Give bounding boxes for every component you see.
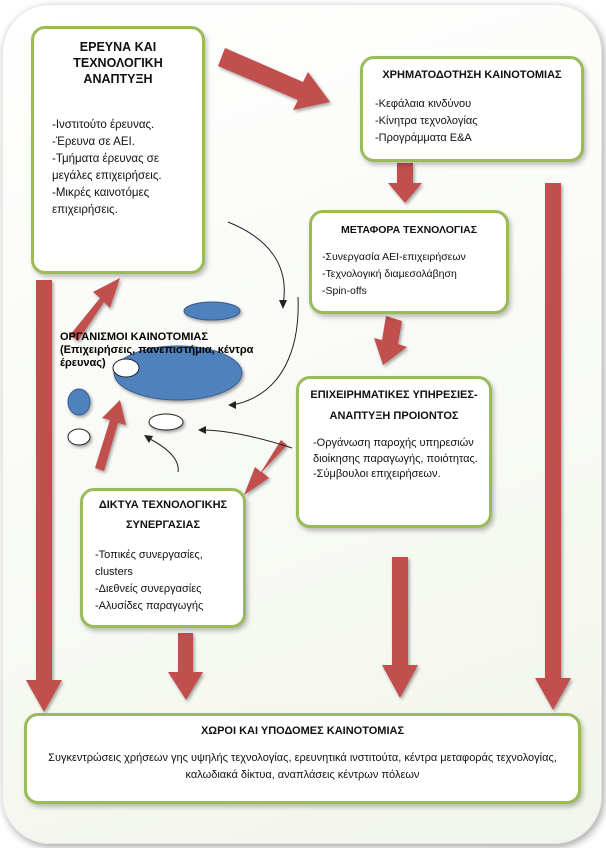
services-list: -Οργάνωση παροχής υπηρεσιών διοίκησης πα…: [313, 436, 481, 483]
organism-large-ellipse: [113, 345, 243, 401]
list-item: -Αλυσίδες παραγωγής: [95, 600, 204, 612]
financing-box: ΧΡΗΜΑΤΟΔΟΤΗΣΗ ΚΑΙΝΟΤΟΜΙΑΣ -Κεφάλαια κινδ…: [360, 56, 584, 162]
financing-list: -Κεφάλαια κινδύνου -Κίνητρα τεχνολογίας …: [375, 96, 575, 147]
arrow-services-to-spaces: [382, 557, 418, 698]
spaces-text: Συγκεντρώσεις χρήσεων γης υψηλής τεχνολο…: [48, 752, 557, 781]
organism-left-ellipse: [67, 388, 91, 416]
list-item: -Προγράμματα Ε&Α: [375, 132, 472, 144]
organism-top-ellipse: [183, 301, 241, 321]
organism-white-ellipse-3: [67, 428, 91, 446]
list-item: -Κίνητρα τεχνολογίας: [375, 115, 478, 127]
list-item: -Έρευνα σε ΑΕΙ.: [52, 136, 135, 148]
curve-arrow-transfer-to-organisms: [231, 296, 299, 406]
organisms-subtitle: (Επιχειρήσεις, πανεπιστήμια, κέντρα έρευ…: [60, 344, 254, 369]
arrow-services-to-networks: [244, 440, 287, 495]
research-box: ΕΡΕΥΝΑ ΚΑΙ ΤΕΧΝΟΛΟΓΙΚΗ ΑΝΑΠΤΥΞΗ -Ινστιτο…: [31, 26, 205, 274]
networks-title: ΔΙΚΤΥΑ ΤΕΧΝΟΛΟΓΙΚΗΣ ΣΥΝΕΡΓΑΣΙΑΣ: [98, 499, 228, 531]
list-item: -Διεθνείς συνεργασίες: [95, 583, 202, 595]
organisms-title: ΟΡΓΑΝΙΣΜΟΙ ΚΑΙΝΟΤΟΜΙΑΣ: [60, 331, 208, 343]
curve-arrow-services-to-organisms: [201, 429, 293, 449]
research-list: -Ινστιτούτο έρευνας. -Έρευνα σε ΑΕΙ. -Τμ…: [52, 117, 192, 219]
list-item: -Τεχνολογική διαμεσολάβηση: [322, 268, 457, 280]
curve-arrow-networks-to-organisms: [147, 437, 179, 473]
transfer-list: -Συνεργασία ΑΕΙ-επιχειρήσεων -Τεχνολογικ…: [322, 249, 500, 300]
transfer-box: ΜΕΤΑΦΟΡΑ ΤΕΧΝΟΛΟΓΙΑΣ -Συνεργασία ΑΕΙ-επι…: [309, 210, 509, 314]
arrow-organisms-to-research: [70, 278, 120, 341]
arrow-research-to-financing: [218, 48, 330, 110]
services-title: ΕΠΙΧΕΙΡΗΜΑΤΙΚΕΣ ΥΠΗΡΕΣΙΕΣ-ΑΝΑΠΤΥΞΗ ΠΡΟΙΟ…: [310, 389, 478, 422]
list-item: -Spin-offs: [322, 285, 367, 297]
spaces-title: ΧΩΡΟΙ ΚΑΙ ΥΠΟΔΟΜΕΣ ΚΑΙΝΟΤΟΜΙΑΣ: [200, 725, 405, 737]
organism-white-ellipse-2: [112, 358, 140, 378]
arrow-networks-to-organisms: [95, 400, 126, 471]
list-item: -Ινστιτούτο έρευνας.: [52, 119, 155, 131]
arrow-transfer-to-services: [374, 316, 407, 365]
list-item: -Τοπικές συνεργασίες, clusters: [95, 549, 203, 578]
spaces-box: ΧΩΡΟΙ ΚΑΙ ΥΠΟΔΟΜΕΣ ΚΑΙΝΟΤΟΜΙΑΣ Συγκεντρώ…: [24, 713, 581, 804]
networks-box: ΔΙΚΤΥΑ ΤΕΧΝΟΛΟΓΙΚΗΣ ΣΥΝΕΡΓΑΣΙΑΣ -Τοπικές…: [80, 488, 246, 628]
list-item: -Οργάνωση παροχής υπηρεσιών διοίκησης πα…: [313, 437, 478, 465]
services-box: ΕΠΙΧΕΙΡΗΜΑΤΙΚΕΣ ΥΠΗΡΕΣΙΕΣ-ΑΝΑΠΤΥΞΗ ΠΡΟΙΟ…: [296, 376, 492, 528]
list-item: -Σύμβουλοι επιχειρήσεων.: [313, 468, 441, 480]
list-item: -Τμήματα έρευνας σε μεγάλες επιχειρήσεις…: [52, 153, 162, 182]
arrow-financing-to-transfer: [388, 163, 422, 203]
list-item: -Συνεργασία ΑΕΙ-επιχειρήσεων: [322, 251, 466, 263]
arrow-financing-to-spaces: [535, 183, 571, 710]
financing-title: ΧΡΗΜΑΤΟΔΟΤΗΣΗ ΚΑΙΝΟΤΟΜΙΑΣ: [382, 69, 562, 81]
arrow-networks-to-spaces: [168, 633, 203, 700]
list-item: -Μικρές καινοτόμες επιχειρήσεις.: [52, 187, 150, 216]
curve-arrow-research-to-organisms: [227, 221, 285, 306]
list-item: -Κεφάλαια κινδύνου: [375, 98, 472, 110]
transfer-title: ΜΕΤΑΦΟΡΑ ΤΕΧΝΟΛΟΓΙΑΣ: [340, 224, 478, 236]
organism-white-ellipse-1: [148, 413, 184, 431]
networks-list: -Τοπικές συνεργασίες, clusters -Διεθνείς…: [95, 547, 237, 615]
research-title: ΕΡΕΥΝΑ ΚΑΙ ΤΕΧΝΟΛΟΓΙΚΗ ΑΝΑΠΤΥΞΗ: [73, 40, 163, 86]
organisms-label: ΟΡΓΑΝΙΣΜΟΙ ΚΑΙΝΟΤΟΜΙΑΣ (Επιχειρήσεις, πα…: [60, 331, 290, 370]
arrow-research-to-spaces: [26, 280, 62, 712]
